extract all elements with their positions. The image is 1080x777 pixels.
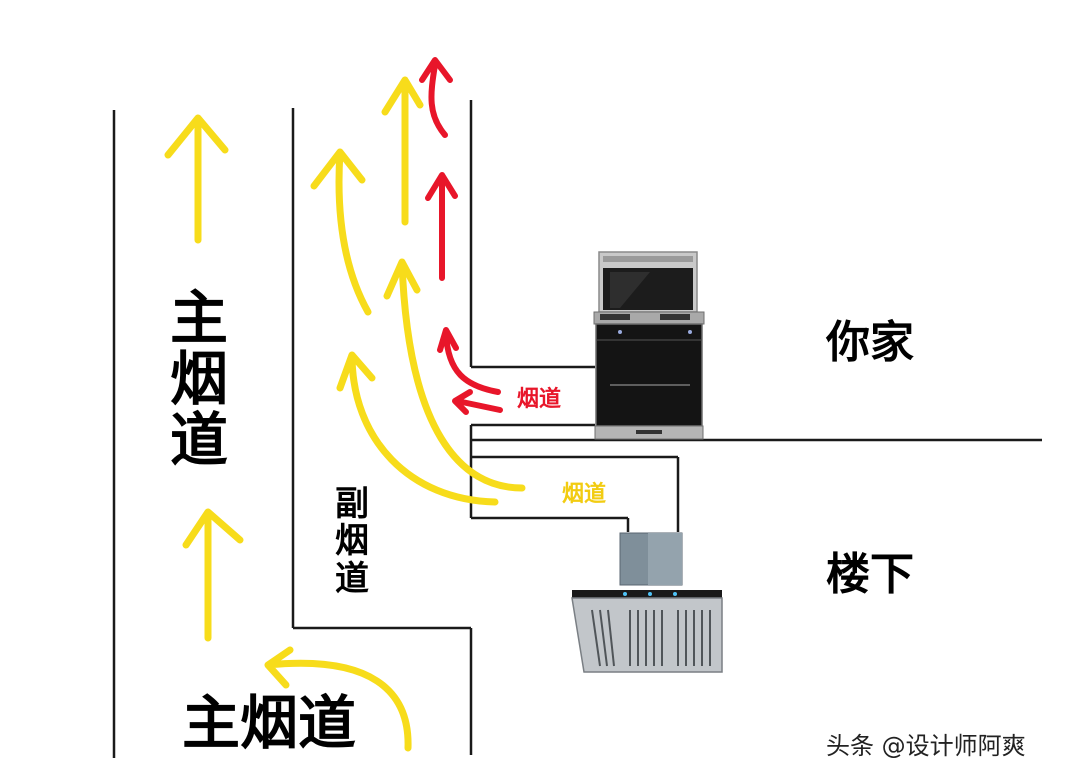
main-flue-bottom-curve-arrow <box>264 646 412 752</box>
main-flue-horizontal-label: 主烟道 <box>182 689 357 757</box>
main-flue-arrow-upper <box>164 114 229 244</box>
red-flue-label: 烟道 <box>517 387 562 412</box>
range-hood-icon <box>571 532 723 673</box>
main-flue-arrow-lower <box>182 508 244 642</box>
yellow-flue-label: 烟道 <box>562 482 607 507</box>
wall-lines <box>112 100 1042 758</box>
your-home-label: 你家 <box>826 317 914 368</box>
red-arrow-bottom <box>452 389 503 415</box>
yellow-arrows <box>164 76 526 752</box>
main-flue-char-1: 主 <box>169 284 228 352</box>
sub-flue-char-3: 道 <box>335 558 369 599</box>
sub-flue-curve-arrow-2 <box>383 258 526 492</box>
downstairs-label: 楼下 <box>826 549 914 600</box>
sub-flue-vertical-label: 副 烟 道 <box>332 484 372 599</box>
sub-flue-arrow-2 <box>381 76 424 226</box>
main-flue-vertical-label: 主 烟 道 <box>168 288 230 471</box>
red-arrow-top <box>419 57 453 138</box>
integrated-stove-icon <box>593 251 705 440</box>
red-arrow-lower <box>437 327 501 395</box>
sub-flue-arrow-1 <box>310 148 372 316</box>
main-flue-char-2: 烟 <box>169 344 228 413</box>
sub-flue-char-1: 副 <box>335 484 369 524</box>
main-flue-char-3: 道 <box>169 405 228 474</box>
sub-flue-curve-arrow-1 <box>336 351 499 506</box>
red-arrow-middle <box>425 172 458 281</box>
sub-flue-char-2: 烟 <box>335 521 369 562</box>
watermark: 头条 @设计师阿爽 <box>826 732 1026 760</box>
red-arrows <box>419 57 503 415</box>
